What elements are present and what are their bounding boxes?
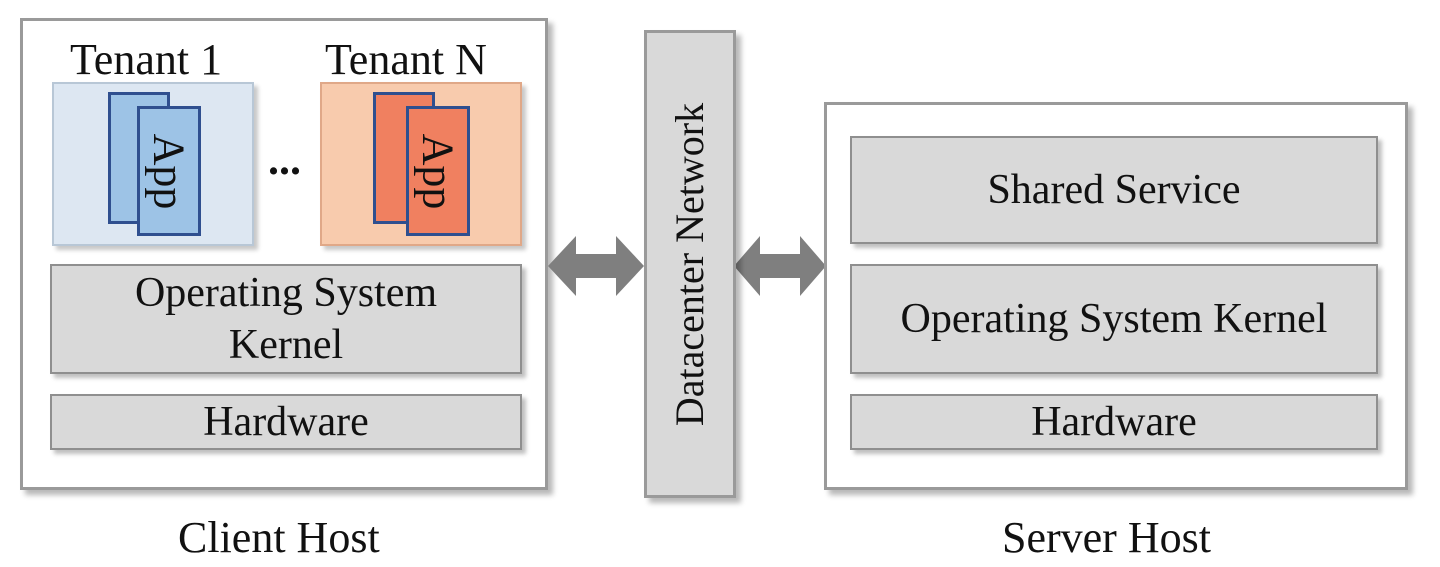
shared-service-layer: Shared Service: [850, 136, 1378, 244]
tenant-1-label: Tenant 1: [70, 35, 223, 84]
network-server-arrow: [734, 236, 826, 296]
client-os-kernel-line1: Operating System: [134, 270, 438, 316]
tenant-1-app-card: App: [137, 106, 201, 236]
tenant-n-label: Tenant N: [325, 35, 487, 84]
tenant-1-app-label: App: [144, 133, 194, 209]
client-host-caption: Client Host: [178, 513, 380, 562]
client-network-arrow: [548, 236, 644, 296]
server-host-caption: Server Host: [1002, 513, 1211, 562]
datacenter-network-column: Datacenter Network: [644, 30, 736, 498]
tenant-n-app-label: App: [413, 133, 463, 209]
server-os-kernel-layer: Operating System Kernel: [850, 264, 1378, 374]
tenant-ellipsis: ...: [268, 135, 301, 184]
datacenter-network-label: Datacenter Network: [667, 102, 713, 426]
client-os-kernel-layer: Operating System Kernel: [50, 264, 522, 374]
client-os-kernel-line2: Kernel: [228, 322, 344, 368]
client-hardware-layer: Hardware: [50, 394, 522, 450]
server-hardware-layer: Hardware: [850, 394, 1378, 450]
tenant-n-app-card: App: [406, 106, 470, 236]
